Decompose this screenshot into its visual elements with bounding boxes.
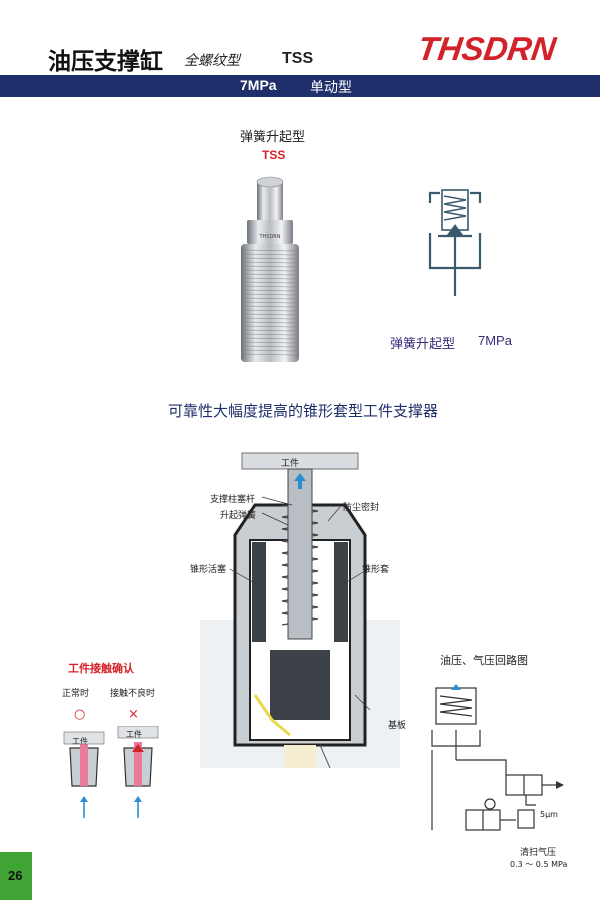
product-photo: THSDRN <box>241 176 299 362</box>
header-action: 单动型 <box>310 80 352 96</box>
svg-text:THSDRN: THSDRN <box>258 234 280 240</box>
circuit-diagram <box>431 684 564 831</box>
diagram-label-lift-spring: 升起弹簧 <box>220 511 257 521</box>
brand-logo: THSDRN <box>415 30 559 67</box>
circuit-air-label: 清扫气压 <box>520 848 557 858</box>
circuit-air-range: 0.3 ～ 0.5 MPa <box>510 860 568 869</box>
contact-check-illustration <box>63 726 159 818</box>
cross-section-diagram <box>200 452 400 769</box>
page-number-tab <box>0 852 32 900</box>
contact-normal-mark: ○ <box>74 707 86 722</box>
hydraulic-symbol <box>428 189 482 296</box>
feature-headline: 可靠性大幅度提高的锥形套型工件支撑器 <box>168 402 439 420</box>
header-pressure: 7MPa <box>240 77 277 93</box>
circuit-title: 油压、气压回路图 <box>440 654 528 667</box>
circuit-filter-label: 5μm <box>540 810 558 819</box>
diagram-label-cone-piston: 锥形活塞 <box>190 565 227 575</box>
contact-workpiece-a: 工件 <box>72 737 88 746</box>
product-model-label: TSS <box>262 148 286 162</box>
contact-bad-mark: × <box>128 707 139 722</box>
product-type-label: 弹簧升起型 <box>240 130 306 145</box>
diagram-label-support-rod: 支撑柱塞杆 <box>210 495 256 505</box>
header-bar: 7MPa 单动型 <box>0 75 600 97</box>
contact-normal-label: 正常时 <box>62 689 90 699</box>
page-number: 26 <box>8 868 23 883</box>
page-title: 油压支撑缸 <box>48 49 163 75</box>
diagram-label-cone-sleeve: 锥形套 <box>362 565 390 575</box>
diagram-label-workpiece: 工件 <box>281 459 300 469</box>
symbol-caption: 弹簧升起型 <box>390 337 456 352</box>
diagram-label-dust-seal: 防尘密封 <box>343 503 380 513</box>
title-model: TSS <box>282 50 314 67</box>
diagram-label-base-plate: 基板 <box>388 721 407 731</box>
contact-check-title: 工件接触确认 <box>68 662 134 675</box>
title-subtype: 全螺纹型 <box>184 53 240 69</box>
symbol-pressure: 7MPa <box>478 333 512 348</box>
contact-workpiece-b: 工件 <box>126 730 142 739</box>
contact-bad-label: 接触不良时 <box>110 689 156 699</box>
